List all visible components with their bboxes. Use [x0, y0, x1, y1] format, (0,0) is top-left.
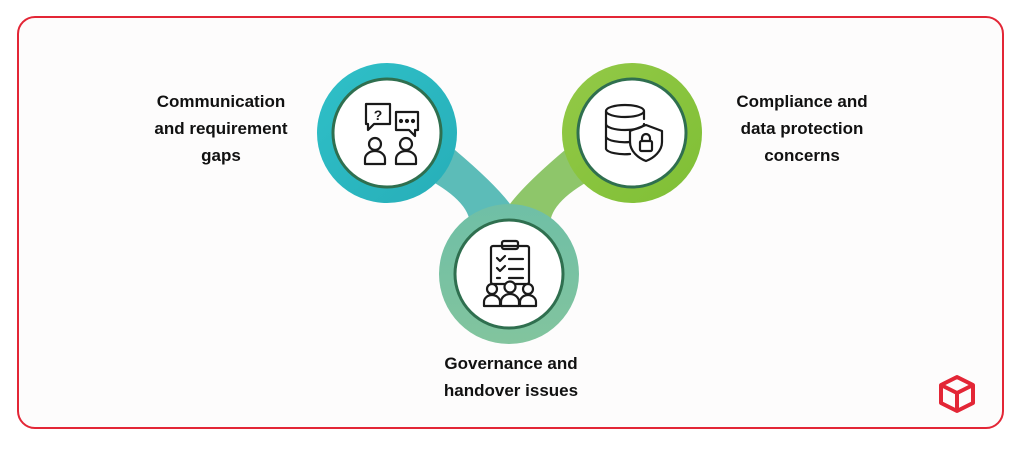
checklist-team-icon [482, 239, 538, 308]
node-governance [439, 204, 579, 344]
node-label-governance: Governance and handover issues [443, 354, 579, 400]
communication-people-icon: ? [363, 102, 420, 166]
svg-text:?: ? [374, 107, 383, 123]
node-compliance [562, 63, 702, 203]
node-label-compliance: Compliance and data protection concerns [736, 92, 868, 165]
node-label-communication: Communication and requirement gaps [154, 92, 288, 165]
node-communication [317, 63, 457, 203]
database-shield-lock-icon [604, 103, 664, 163]
cube-logo-icon [939, 375, 975, 413]
